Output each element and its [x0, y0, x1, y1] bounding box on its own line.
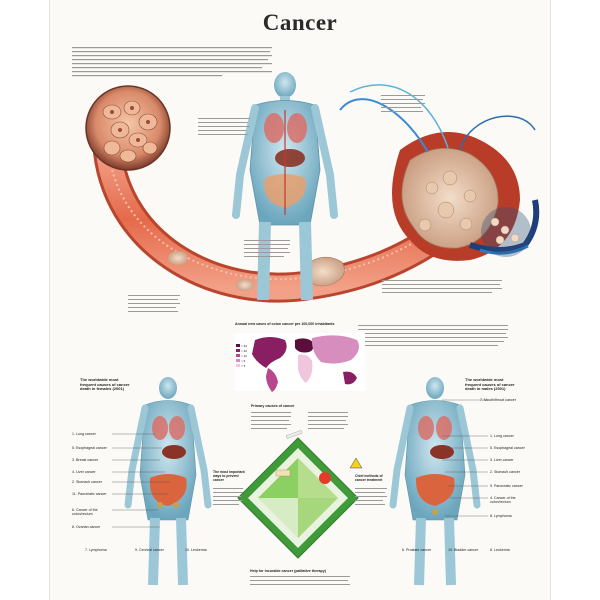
palliative-heading: Help for incurable cancer (palliative th… — [250, 569, 326, 573]
left-label: 4. Liver cancer — [72, 470, 96, 474]
right-label: 9. Pancreatic cancer — [490, 484, 523, 488]
right-bottom-label: 8. Leukemia — [490, 548, 510, 552]
left-label: 11. Pancreatic cancer — [72, 492, 107, 496]
left-label: 6. Cancer of the colon/rectum — [72, 508, 98, 516]
right-label: 5. Esophageal cancer — [490, 446, 525, 450]
right-bottom-label: 6. Prostate cancer — [402, 548, 432, 552]
left-label: 1. Lung cancer — [72, 432, 96, 436]
legend-item: > 5 — [236, 358, 250, 363]
left-bottom-label: 10. Leukemia — [185, 548, 207, 552]
legend-item: > 10 — [236, 353, 250, 358]
left-label: 5. Esophageal cancer — [72, 446, 107, 450]
left-figure-heading: The worldwide most frequent causes of ca… — [80, 377, 130, 392]
prevention-heading: The most important ways to prevent cance… — [213, 470, 245, 482]
anatomy-illustration — [72, 47, 540, 586]
right-bottom-label: 10. Bladder cancer — [448, 548, 479, 552]
female-body-figure — [124, 377, 212, 586]
left-bottom-label: 7. Lymphoma — [85, 548, 107, 552]
right-label: 7. Mouth/throat cancer — [480, 398, 516, 402]
left-label: 3. Breast cancer — [72, 458, 99, 462]
map-title: Annual new cases of colon cancer per 100… — [235, 322, 335, 326]
legend-item: > 20 — [236, 348, 250, 353]
legend-item: < 5 — [236, 363, 250, 368]
prevention-diagram — [237, 430, 363, 559]
right-label: 4. Cancer of the colon/rectum — [490, 496, 516, 504]
anatomy-poster: Cancer — [50, 0, 550, 600]
male-body-figure — [389, 377, 481, 586]
legend-item: > 40 — [236, 343, 250, 348]
left-bottom-label: 9. Cervical cancer — [135, 548, 164, 552]
poster-title: Cancer — [262, 10, 338, 35]
right-figure-heading: The worldwide most frequent causes of ca… — [465, 377, 515, 392]
left-label: 2. Stomach cancer — [72, 480, 102, 484]
right-label: 2. Stomach cancer — [490, 470, 520, 474]
central-human-figure — [232, 72, 338, 301]
world-map — [235, 333, 365, 392]
left-label: 8. Ovarian cancer — [72, 525, 101, 529]
map-legend: > 40 > 20 > 10 > 5 < 5 — [236, 343, 250, 368]
right-label: 8. Lymphoma — [490, 514, 512, 518]
right-label: 1. Lung cancer — [490, 434, 514, 438]
right-label: 3. Liver cancer — [490, 458, 514, 462]
treatment-heading: Chief methods of cancer treatment — [355, 474, 383, 482]
primary-causes-title: Primary causes of cancer — [251, 404, 295, 408]
intro-text-lines — [72, 47, 272, 77]
tumor-closeup — [339, 84, 540, 261]
